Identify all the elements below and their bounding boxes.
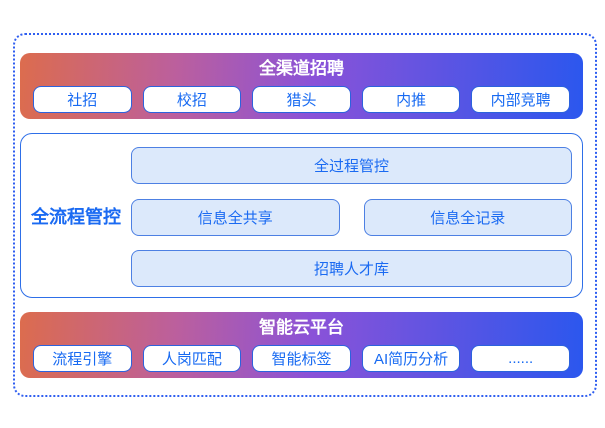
platform-chip-process-engine: 流程引擎 [33, 345, 132, 373]
channel-chip-neitui: 内推 [361, 86, 461, 114]
channels-section: 全渠道招聘 社招 校招 猎头 内推 内部竞聘 [20, 53, 583, 119]
platform-chip-job-matching: 人岗匹配 [142, 345, 242, 373]
channel-chip-neibu-jingpin: 内部竞聘 [471, 86, 570, 114]
channel-chip-xiaozhao: 校招 [142, 86, 242, 114]
process-boxes: 全过程管控 信息全共享 信息全记录 招聘人才库 [131, 134, 582, 297]
platform-chip-ellipsis: ...... [471, 345, 570, 373]
platform-chip-ai-resume: AI简历分析 [361, 345, 461, 373]
process-section-label: 全流程管控 [31, 206, 121, 227]
process-box-talent-pool: 招聘人才库 [131, 250, 572, 287]
channels-chip-row: 社招 校招 猎头 内推 内部竞聘 [20, 86, 583, 114]
dotted-border-container: 全渠道招聘 社招 校招 猎头 内推 内部竞聘 全流程管控 全过程管控 信息全共享… [13, 33, 597, 397]
platform-section: 智能云平台 流程引擎 人岗匹配 智能标签 AI简历分析 ...... [20, 312, 583, 378]
process-label-wrap: 全流程管控 [21, 134, 131, 297]
process-box-full-control: 全过程管控 [131, 147, 572, 184]
process-section: 全流程管控 全过程管控 信息全共享 信息全记录 招聘人才库 [20, 133, 583, 298]
platform-chip-smart-tags: 智能标签 [252, 345, 351, 373]
platform-section-title: 智能云平台 [259, 318, 344, 337]
channel-chip-lietou: 猎头 [252, 86, 351, 114]
process-box-info-sharing: 信息全共享 [131, 198, 340, 236]
process-box-info-record: 信息全记录 [363, 198, 572, 236]
channel-chip-shezhao: 社招 [33, 86, 132, 114]
channels-section-title: 全渠道招聘 [259, 59, 344, 78]
platform-chip-row: 流程引擎 人岗匹配 智能标签 AI简历分析 ...... [20, 345, 583, 373]
process-pair-row: 信息全共享 信息全记录 [131, 198, 572, 236]
